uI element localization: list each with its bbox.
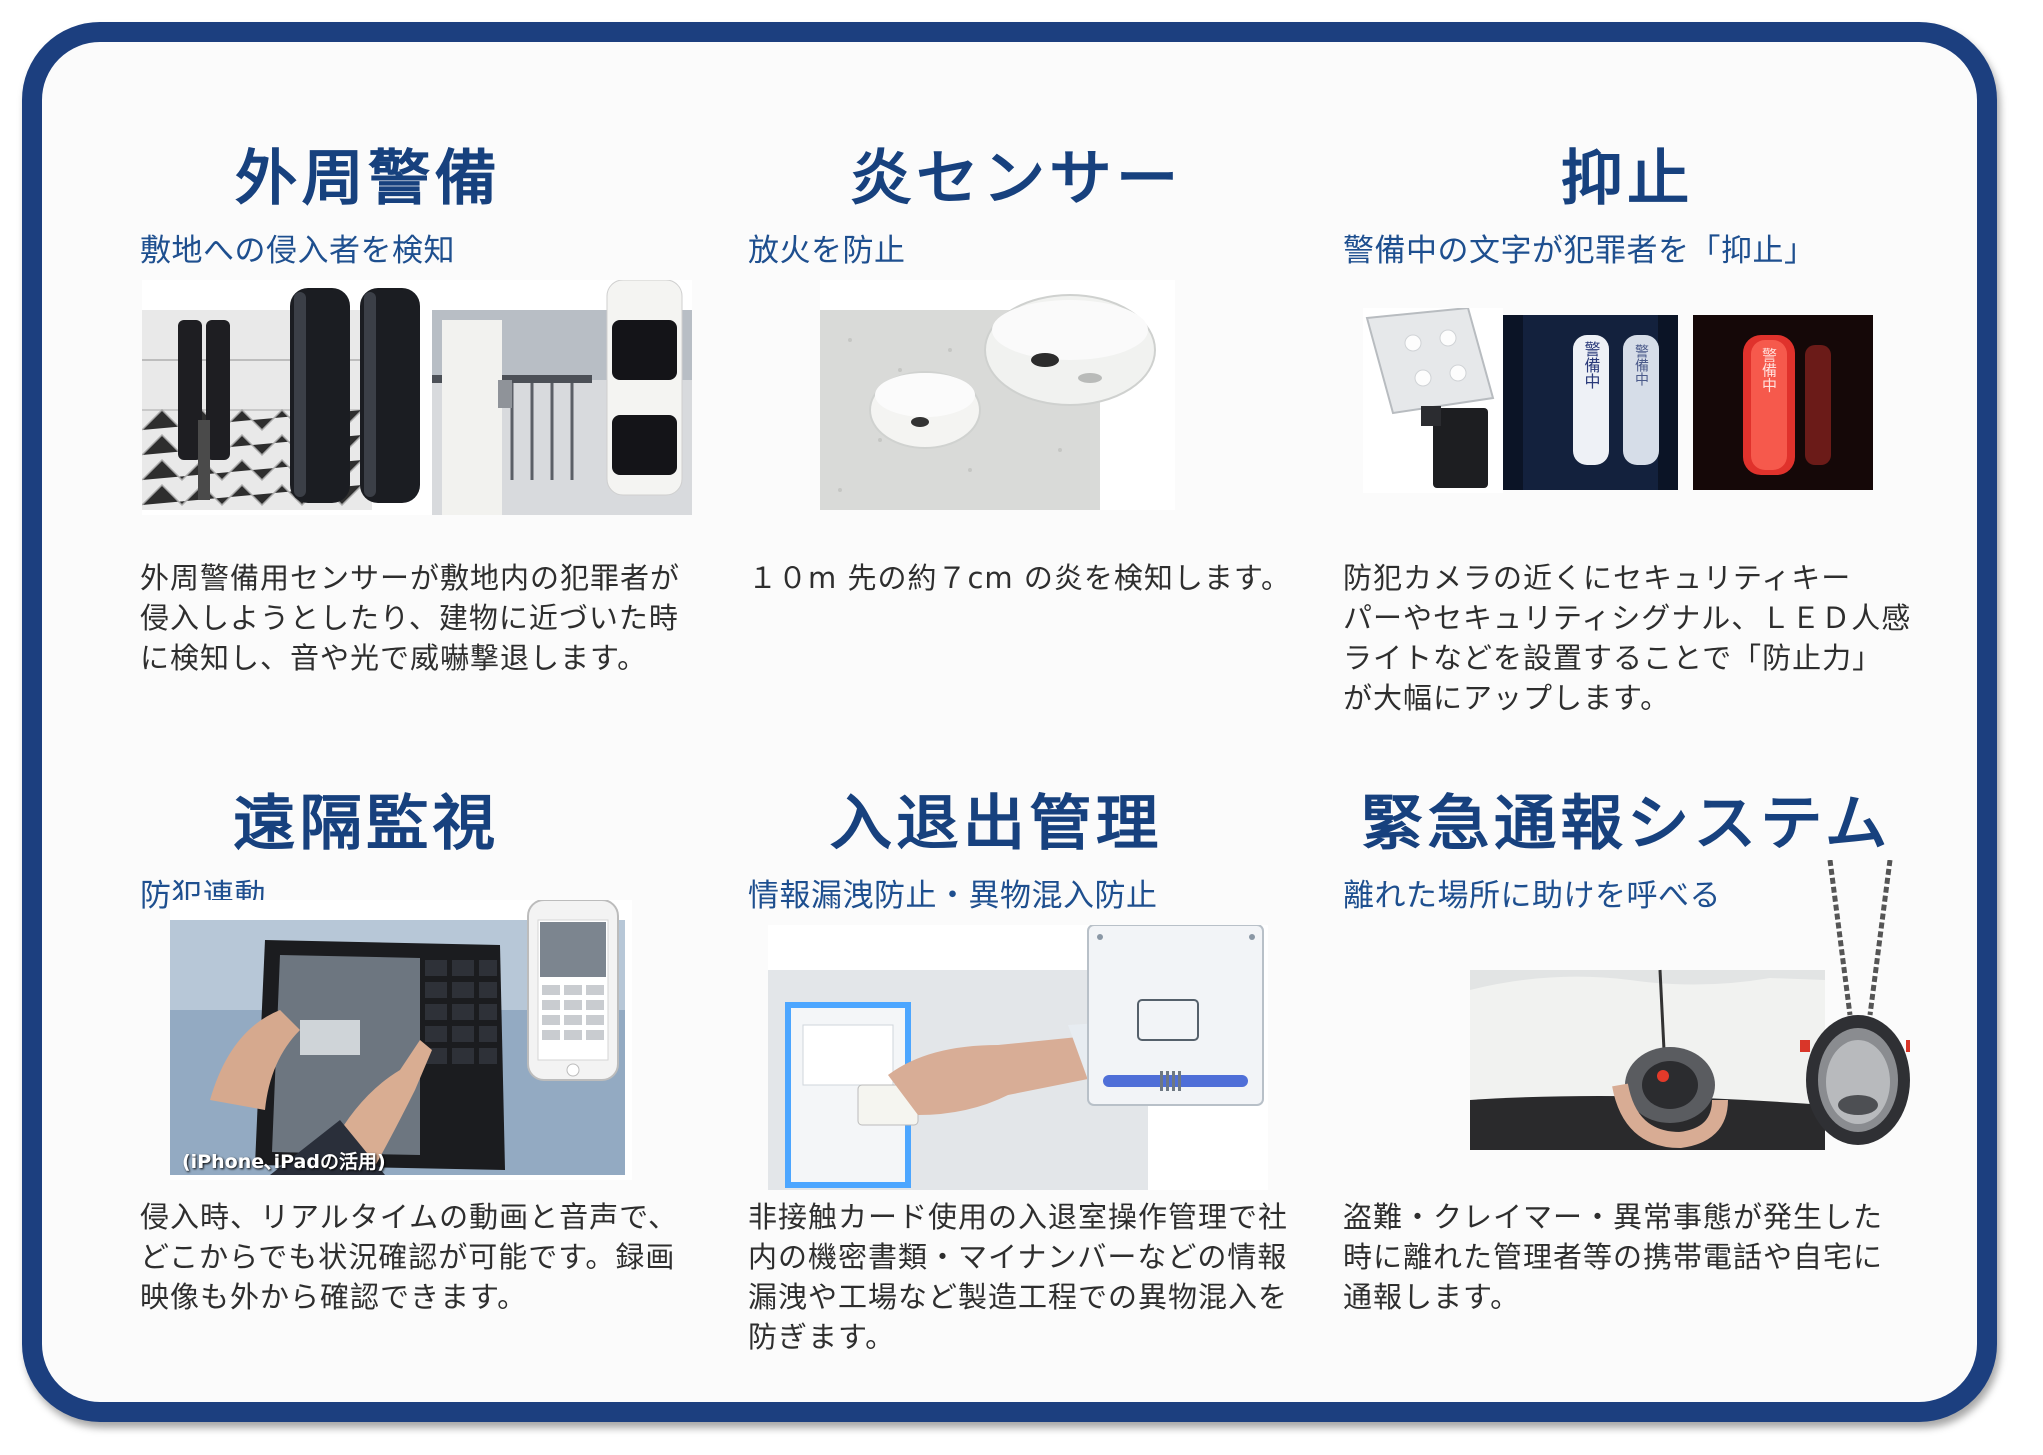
perimeter-sensor-image <box>142 280 692 515</box>
panel-flame-sensor: 炎センサー 放火を防止 １０m 先の約７cm の炎を検知します。 <box>748 130 1328 690</box>
emergency-pendant-image <box>1470 860 1910 1150</box>
sign-text-3: 警備中 <box>1760 348 1778 393</box>
panel-body: 盗難・クレイマー・異常事態が発生した 時に離れた管理者等の携帯電話や自宅に 通報… <box>1343 1200 1884 1314</box>
panel-body: １０m 先の約７cm の炎を検知します。 <box>748 561 1291 595</box>
panel-access-control: 入退出管理 情報漏洩防止・異物混入防止 非接触カード使用の入退室操作管理で社 内… <box>748 775 1348 1375</box>
panel-title: 炎センサー <box>849 144 1183 214</box>
flame-sensor-image <box>820 280 1175 510</box>
panel-body: 外周警備用センサーが敷地内の犯罪者が 侵入しようとしたり、建物に近づいた時 に検… <box>140 561 681 675</box>
led-light-image <box>1363 308 1503 493</box>
red-signal-image: 警備中 <box>1693 315 1873 490</box>
panel-title: 遠隔監視 <box>232 789 500 859</box>
access-reader-image <box>768 925 1268 1190</box>
panel-emergency-alert: 緊急通報システム 離れた場所に助けを呼べる 盗難・クレイマー・異常事態が発生した… <box>1343 775 1943 1375</box>
sign-text-1: 警備中 <box>1582 341 1601 389</box>
panel-subtitle: 警備中の文字が犯罪者を「抑止」 <box>1343 233 1816 269</box>
panel-title: 外周警備 <box>234 144 502 214</box>
panel-subtitle: 放火を防止 <box>748 233 906 269</box>
panel-body: 非接触カード使用の入退室操作管理で社 内の機密書類・マイナンバーなどの情報 漏洩… <box>748 1200 1289 1354</box>
panel-remote-monitoring: 遠隔監視 防犯連動 <box>140 775 720 1335</box>
panel-subtitle: 情報漏洩防止・異物混入防止 <box>748 878 1158 914</box>
panel-body: 侵入時、リアルタイムの動画と音声で、 どこからでも状況確認が可能です。録画 映像… <box>140 1200 678 1314</box>
security-signal-image: 警備中 警備中 <box>1503 315 1678 490</box>
panel-deterrence: 抑止 警備中の文字が犯罪者を「抑止」 警備中 警備中 <box>1343 130 1943 730</box>
panel-perimeter-security: 外周警備 敷地への侵入者を検知 <box>140 130 720 690</box>
panel-subtitle: 敷地への侵入者を検知 <box>140 233 455 269</box>
panel-title: 抑止 <box>1560 144 1694 214</box>
panel-title: 入退出管理 <box>829 789 1163 859</box>
panel-title: 緊急通報システム <box>1360 789 1892 859</box>
sign-text-2: 警備中 <box>1633 344 1649 386</box>
panel-subtitle: 離れた場所に助けを呼べる <box>1343 878 1721 914</box>
remote-monitoring-image: (iPhone､iPadの活用) <box>170 900 632 1180</box>
panel-body: 防犯カメラの近くにセキュリティキー パーやセキュリティシグナル、ＬＥＤ人感 ライ… <box>1343 561 1912 715</box>
image-caption: (iPhone､iPadの活用) <box>182 1151 386 1173</box>
